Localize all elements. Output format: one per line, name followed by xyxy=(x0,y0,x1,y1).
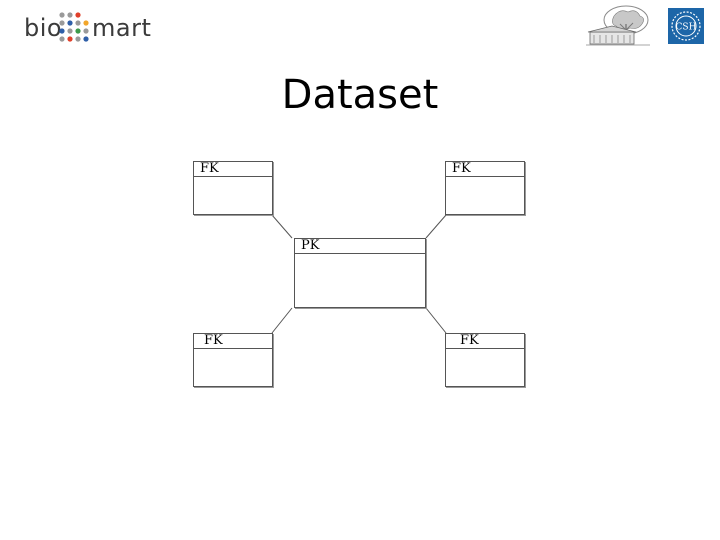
table-top-left: FK xyxy=(193,161,273,215)
logo-text-bio: bio xyxy=(24,14,63,42)
table-bottom-left: FK xyxy=(193,333,273,387)
center-table: PK xyxy=(294,238,426,308)
table-key-label: FK xyxy=(194,334,272,349)
dot-grid-logo-icon xyxy=(59,12,89,42)
connector-bottom-right xyxy=(425,307,447,334)
table-key-label: FK xyxy=(194,162,272,177)
institute-building-logo-icon xyxy=(584,4,654,54)
connector-top-right xyxy=(425,214,447,239)
csh-seal-text: CSH xyxy=(676,23,697,33)
csh-seal-logo-icon: CSH xyxy=(668,8,704,48)
table-top-right: FK xyxy=(445,161,525,215)
table-key-label: FK xyxy=(446,162,524,177)
slide-title: Dataset xyxy=(281,72,439,118)
table-key-label: FK xyxy=(446,334,524,349)
connector-bottom-left xyxy=(271,307,293,334)
logo-text-mart: mart xyxy=(92,14,152,42)
connector-top-left xyxy=(271,214,293,239)
center-table-key-label: PK xyxy=(295,239,425,254)
table-bottom-right: FK xyxy=(445,333,525,387)
